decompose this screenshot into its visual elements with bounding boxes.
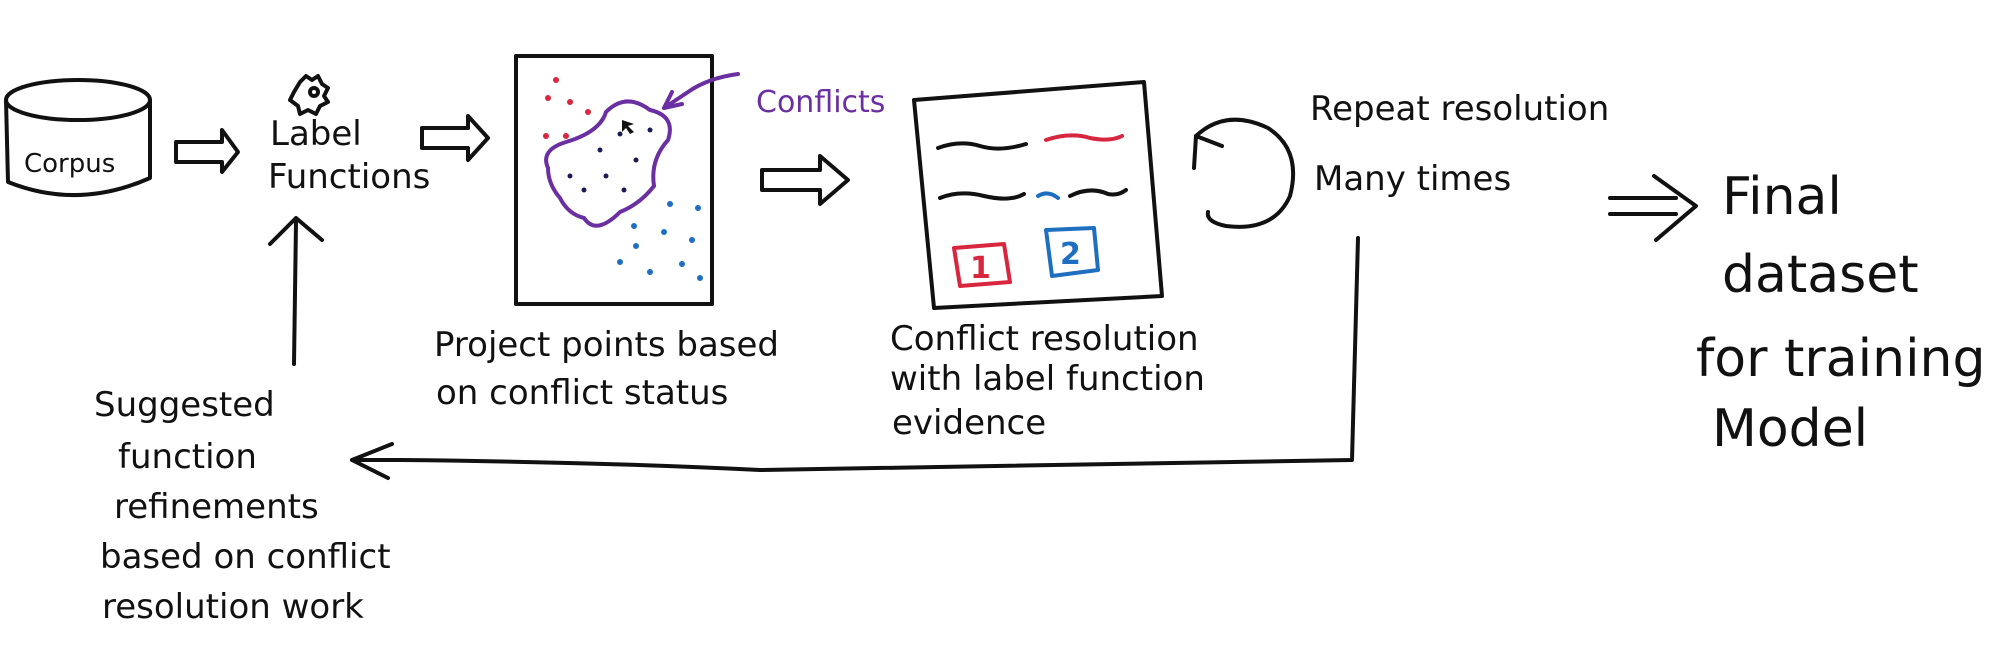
text-line xyxy=(938,191,1026,201)
resolution-panel xyxy=(912,80,1164,310)
repeat-text-line1: Repeat resolution xyxy=(1310,89,1609,129)
resolution-caption-line3: evidence xyxy=(892,403,1046,443)
arrow-functions-to-projection xyxy=(420,114,490,162)
text-line-red xyxy=(1044,133,1124,142)
gear-icon xyxy=(288,74,330,116)
up-arrow xyxy=(268,216,324,366)
final-text-line2: dataset xyxy=(1722,245,1919,305)
label-card-1 xyxy=(952,242,1012,288)
refinements-line3: refinements xyxy=(114,487,319,527)
card-number-2: 2 xyxy=(1060,237,1081,272)
refinements-line2: function xyxy=(118,437,257,477)
refinements-line5: resolution work xyxy=(102,587,364,627)
final-text-line4: Model xyxy=(1712,399,1868,459)
resolution-caption-line1: Conflict resolution xyxy=(890,319,1199,359)
text-line-blue xyxy=(1036,191,1060,200)
resolution-caption-line2: with label function xyxy=(890,359,1205,399)
conflicts-label: Conflicts xyxy=(756,85,885,120)
corpus-cylinder xyxy=(4,78,152,198)
label-functions-line1: Label xyxy=(270,114,362,154)
text-line xyxy=(1068,188,1128,198)
blue-points xyxy=(617,201,703,281)
final-text-line3: for training xyxy=(1696,329,1985,389)
projection-panel xyxy=(514,54,714,306)
conflict-points xyxy=(567,127,653,193)
feedback-arrow xyxy=(350,236,1360,480)
project-caption-line1: Project points based xyxy=(434,325,779,365)
conflict-region xyxy=(544,99,672,228)
conflicts-pointer xyxy=(662,72,740,110)
corpus-label: Corpus xyxy=(24,149,115,179)
repeat-loop-icon xyxy=(1192,117,1296,229)
label-functions-line2: Functions xyxy=(268,157,430,197)
arrow-corpus-to-functions xyxy=(174,128,240,174)
final-text-line1: Final xyxy=(1722,167,1842,227)
arrow-projection-to-resolution xyxy=(760,154,850,206)
refinements-line4: based on conflict xyxy=(100,537,391,577)
red-points xyxy=(543,77,591,139)
text-line xyxy=(936,141,1028,151)
implies-arrow xyxy=(1608,174,1698,242)
project-caption-line2: on conflict status xyxy=(436,373,728,413)
label-card-2 xyxy=(1044,226,1100,278)
card-number-1: 1 xyxy=(970,251,991,286)
cursor-icon xyxy=(622,120,634,134)
refinements-line1: Suggested xyxy=(94,385,275,425)
repeat-text-line2: Many times xyxy=(1314,159,1511,199)
